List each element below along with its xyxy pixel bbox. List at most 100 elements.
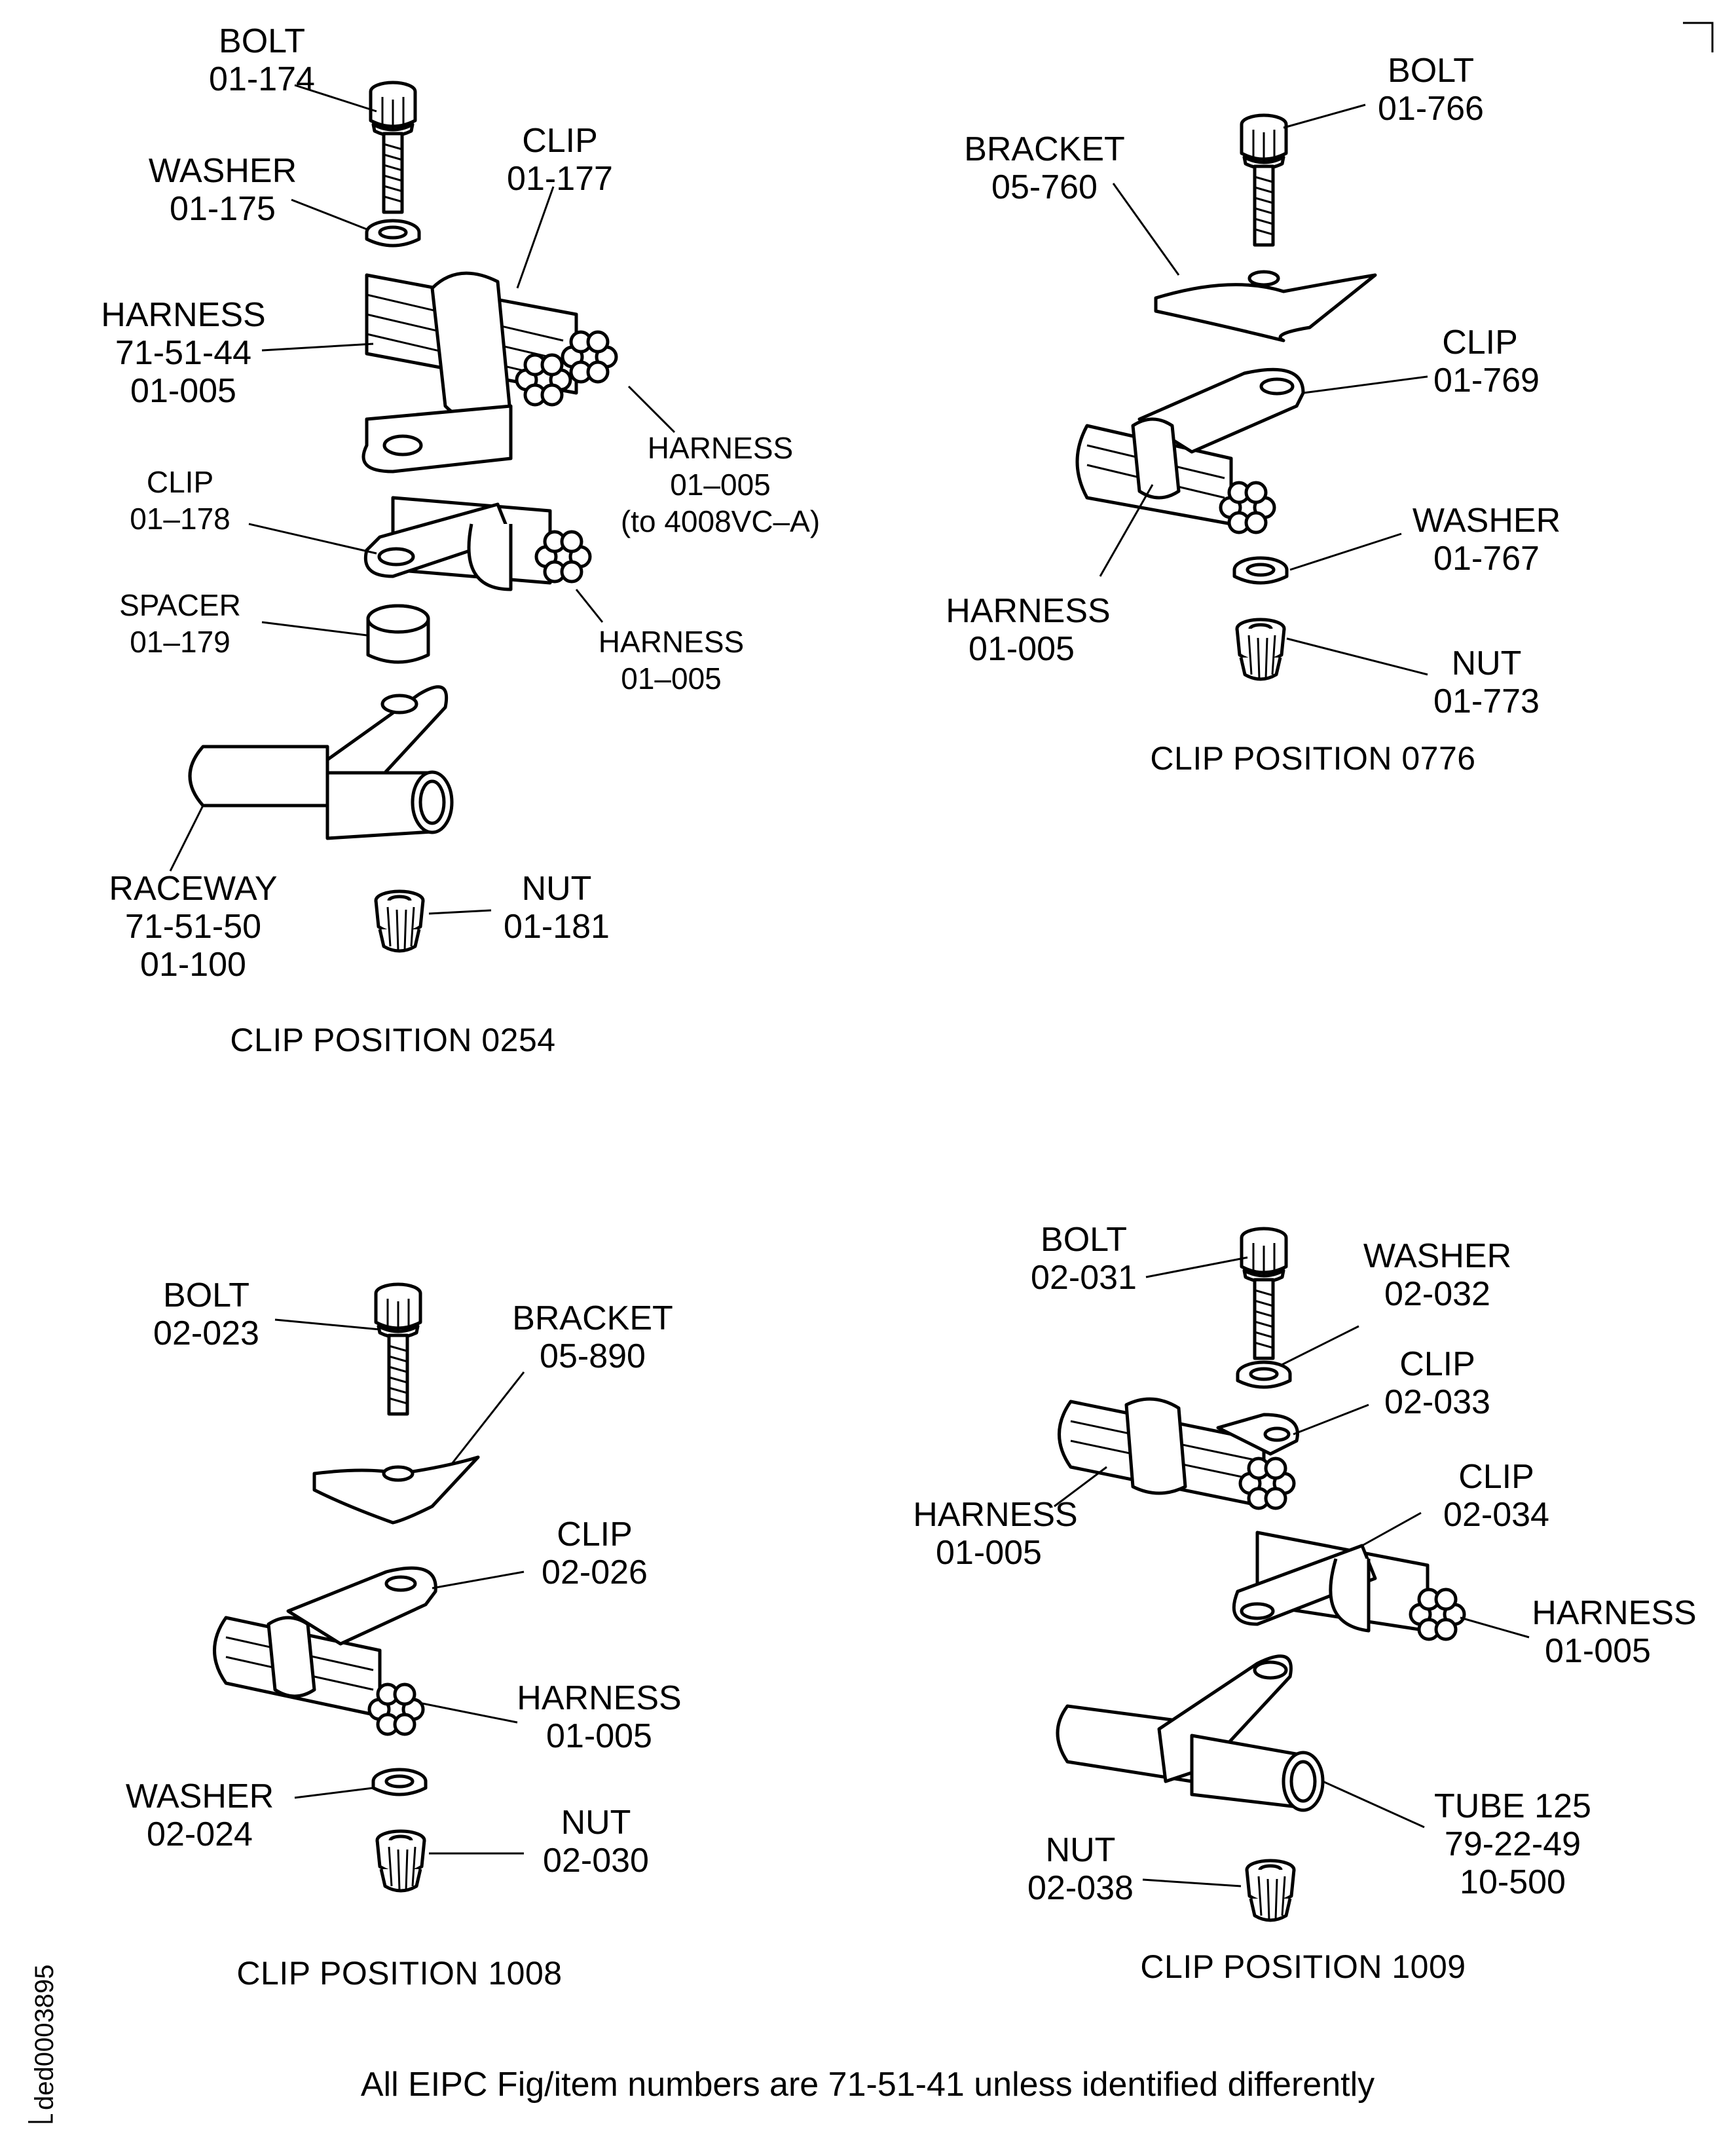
nut-number: 01-773 (1433, 682, 1540, 720)
bolt-number: 01-766 (1378, 90, 1484, 128)
spacer-number: 01–179 (130, 625, 231, 659)
nut-part (377, 1831, 424, 1891)
clip-number: 01–178 (130, 502, 231, 536)
clip-harness-assembly (1075, 367, 1305, 532)
nut-part (1237, 620, 1284, 679)
view-clip-position-0776: BOLT 01-766 BRACKET 05-760 CLIP 01-769 W… (946, 52, 1561, 777)
harness-label: HARNESS (101, 296, 265, 334)
raceway-label: RACEWAY (109, 870, 277, 908)
washer-number: 02-024 (147, 1815, 253, 1853)
harness-label: HARNESS (1532, 1594, 1696, 1632)
washer-part (1234, 558, 1287, 583)
spacer-part (366, 604, 430, 664)
nut-number: 02-038 (1027, 1869, 1134, 1907)
bolt-label: BOLT (1388, 52, 1474, 90)
clip-label: CLIP (147, 465, 213, 499)
nut-part (376, 891, 423, 951)
clip-lower-assembly (364, 496, 590, 591)
view-caption: CLIP POSITION 1009 (1140, 1948, 1466, 1985)
harness-number: 01-005 (130, 372, 236, 410)
clip-lower-assembly (1232, 1531, 1464, 1639)
harness-number: 01-005 (1545, 1632, 1651, 1670)
harness-number: 01-005 (546, 1717, 652, 1755)
bracket-label: BRACKET (512, 1299, 673, 1337)
washer-label: WASHER (1413, 502, 1561, 540)
footer-note: All EIPC Fig/item numbers are 71-51-41 u… (361, 2066, 1375, 2104)
view-clip-position-1009: BOLT 02-031 WASHER 02-032 CLIP 02-033 HA… (913, 1221, 1696, 1985)
tube-number: 10-500 (1460, 1863, 1566, 1901)
bolt-label: BOLT (219, 22, 305, 60)
view-caption: CLIP POSITION 0254 (230, 1022, 555, 1058)
bolt-number: 02-031 (1031, 1259, 1137, 1297)
washer-number: 02-032 (1384, 1275, 1490, 1313)
harness-label: HARNESS (946, 592, 1110, 630)
bolt-number: 02-023 (153, 1314, 259, 1352)
bracket-part (1154, 270, 1377, 343)
view-caption: CLIP POSITION 1008 (236, 1955, 562, 1992)
clip-label: CLIP (1399, 1345, 1475, 1383)
bracket-number: 05-760 (991, 168, 1098, 206)
washer-number: 01-175 (170, 190, 276, 228)
bolt-label: BOLT (163, 1276, 249, 1314)
view-caption: CLIP POSITION 0776 (1150, 740, 1475, 777)
bolt-part (371, 83, 415, 212)
harness-number: 01-005 (969, 630, 1075, 668)
harness-number: 01-005 (936, 1534, 1042, 1572)
document-id-text: ded0003895 (30, 1965, 59, 2110)
clip-harness-assembly (1058, 1397, 1299, 1508)
clip-label: CLIP (1442, 324, 1518, 362)
nut-label: NUT (1046, 1831, 1116, 1869)
harness-label: HARNESS (648, 431, 793, 465)
clip-harness-assembly (361, 271, 616, 474)
bracket-label: BRACKET (964, 130, 1125, 168)
raceway-part (188, 685, 454, 840)
bracket-number: 05-890 (540, 1337, 646, 1375)
harness-label: HARNESS (599, 625, 744, 659)
harness-destination-note: (to 4008VC–A) (621, 504, 820, 538)
washer-label: WASHER (149, 152, 297, 190)
clip-number: 01-769 (1433, 362, 1540, 400)
corner-mark (1683, 22, 1714, 52)
spacer-label: SPACER (119, 588, 241, 622)
view-clip-position-1008: BOLT 02-023 BRACKET 05-890 CLIP 02-026 H… (126, 1276, 682, 1992)
washer-part (367, 221, 419, 246)
washer-number: 01-767 (1433, 540, 1540, 578)
bolt-part (1242, 115, 1286, 245)
clip-label: CLIP (522, 122, 598, 160)
bolt-part (376, 1284, 420, 1414)
bolt-number: 01-174 (209, 60, 315, 98)
nut-label: NUT (1452, 644, 1522, 682)
tube-label: TUBE 125 (1434, 1787, 1591, 1825)
clip-harness-assembly (213, 1566, 437, 1734)
tube-part (1056, 1654, 1325, 1812)
clip-label: CLIP (1458, 1458, 1534, 1496)
clip-number: 02-026 (542, 1553, 648, 1591)
harness-label: HARNESS (913, 1496, 1077, 1534)
view-clip-position-0254: BOLT 01-174 WASHER 01-175 CLIP 01-177 HA… (101, 22, 820, 1058)
raceway-number: 01-100 (140, 946, 246, 984)
harness-number: 01–005 (621, 661, 722, 696)
harness-label: HARNESS (517, 1679, 681, 1717)
clip-number: 02-033 (1384, 1383, 1490, 1421)
washer-part (1238, 1362, 1290, 1387)
bracket-part (312, 1455, 480, 1525)
bolt-label: BOLT (1041, 1221, 1127, 1259)
document-id: ded0003895 (28, 1965, 59, 2123)
nut-number: 01-181 (504, 908, 610, 946)
nut-label: NUT (561, 1804, 631, 1842)
clip-label: CLIP (557, 1515, 633, 1553)
clip-number: 02-034 (1443, 1496, 1549, 1534)
clip-number: 01-177 (507, 160, 613, 198)
nut-label: NUT (522, 870, 592, 908)
washer-label: WASHER (126, 1777, 274, 1815)
nut-part (1247, 1861, 1294, 1920)
washer-part (373, 1770, 426, 1794)
nut-number: 02-030 (543, 1842, 649, 1880)
harness-chapter-number: 71-51-44 (115, 334, 251, 372)
raceway-chapter-number: 71-51-50 (125, 908, 261, 946)
bolt-part (1242, 1229, 1286, 1358)
harness-number: 01–005 (670, 468, 771, 502)
washer-label: WASHER (1363, 1237, 1511, 1275)
tube-chapter-number: 79-22-49 (1445, 1825, 1581, 1863)
